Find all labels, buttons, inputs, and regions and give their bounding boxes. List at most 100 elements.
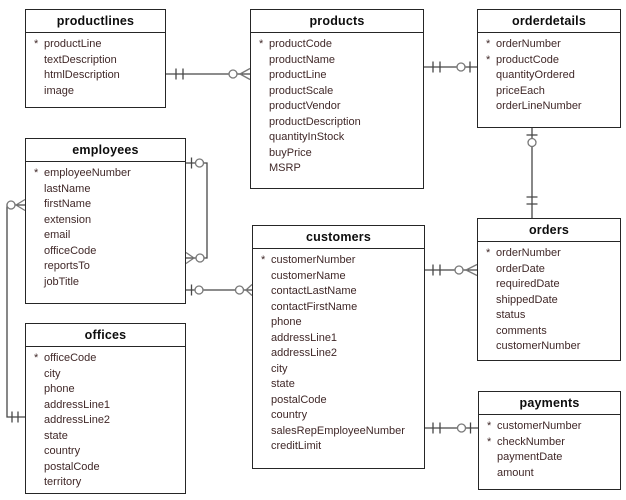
field-name: contactFirstName bbox=[271, 300, 358, 313]
field-row: reportsTo bbox=[34, 259, 181, 275]
field-name: orderDate bbox=[496, 262, 545, 275]
primary-key-asterisk bbox=[34, 367, 44, 383]
primary-key-asterisk bbox=[34, 398, 44, 414]
primary-key-asterisk bbox=[259, 130, 269, 146]
field-row: officeCode bbox=[34, 244, 181, 260]
field-name: productCode bbox=[496, 53, 559, 66]
primary-key-asterisk bbox=[261, 377, 271, 393]
field-row: image bbox=[34, 84, 161, 100]
field-name: productCode bbox=[269, 38, 332, 50]
field-name: orderLineNumber bbox=[496, 100, 582, 112]
field-row: productVendor bbox=[259, 99, 419, 115]
field-name: checkNumber bbox=[497, 435, 565, 448]
field-name: lastName bbox=[44, 182, 91, 195]
field-row: addressLine1 bbox=[261, 331, 420, 347]
field-row: salesRepEmployeeNumber bbox=[261, 424, 420, 440]
primary-key-asterisk bbox=[261, 408, 271, 424]
primary-key-asterisk: * bbox=[487, 420, 492, 432]
field-row: productLine bbox=[259, 68, 419, 84]
field-row: textDescription bbox=[34, 53, 161, 69]
primary-key-asterisk bbox=[486, 262, 496, 278]
table-title: payments bbox=[479, 392, 620, 415]
primary-key-asterisk bbox=[261, 315, 271, 331]
primary-key-asterisk bbox=[486, 293, 496, 309]
primary-key-asterisk bbox=[34, 475, 44, 491]
field-name: productLine bbox=[44, 38, 102, 50]
field-name: MSRP bbox=[269, 162, 301, 174]
field-name: contactLastName bbox=[271, 285, 357, 297]
field-row: extension bbox=[34, 213, 181, 229]
table-title: orderdetails bbox=[478, 10, 620, 33]
field-name: addressLine2 bbox=[271, 347, 338, 359]
field-name: territory bbox=[44, 476, 82, 488]
field-row: quantityOrdered bbox=[486, 68, 616, 84]
field-row: quantityInStock bbox=[259, 130, 419, 146]
field-row: email bbox=[34, 228, 181, 244]
field-row: customerName bbox=[261, 269, 420, 285]
field-name: country bbox=[271, 409, 308, 421]
primary-key-asterisk: * bbox=[34, 167, 39, 179]
field-row: status bbox=[486, 308, 616, 324]
field-name: extension bbox=[44, 213, 92, 226]
field-name: customerName bbox=[271, 269, 346, 282]
field-name: orderNumber bbox=[496, 38, 561, 50]
field-row: * customerNumber bbox=[487, 419, 616, 435]
field-name: officeCode bbox=[44, 244, 97, 257]
field-row: productName bbox=[259, 53, 419, 69]
field-row: orderDate bbox=[486, 262, 616, 278]
field-row: productScale bbox=[259, 84, 419, 100]
connector-employees-self bbox=[185, 157, 208, 265]
field-name: salesRepEmployeeNumber bbox=[271, 424, 405, 437]
field-name: employeeNumber bbox=[44, 167, 131, 179]
field-name: productLine bbox=[269, 69, 327, 81]
field-name: phone bbox=[271, 316, 302, 328]
field-name: textDescription bbox=[44, 53, 117, 66]
field-row: *orderNumber bbox=[486, 246, 616, 262]
primary-key-asterisk: * bbox=[261, 254, 266, 266]
field-row: * orderNumber bbox=[486, 37, 616, 53]
field-row: *productCode bbox=[486, 53, 616, 69]
primary-key-asterisk bbox=[259, 68, 269, 84]
field-row: customerNumber bbox=[486, 339, 616, 355]
connector-productlines-products bbox=[166, 67, 251, 81]
primary-key-asterisk: * bbox=[486, 247, 491, 259]
primary-key-asterisk bbox=[34, 84, 44, 100]
primary-key-asterisk: * bbox=[34, 38, 39, 50]
field-row: requiredDate bbox=[486, 277, 616, 293]
field-name: state bbox=[44, 429, 68, 442]
field-row: shippedDate bbox=[486, 293, 616, 309]
field-row: creditLimit bbox=[261, 439, 420, 455]
primary-key-asterisk bbox=[259, 115, 269, 131]
field-name: customerNumber bbox=[497, 420, 582, 432]
field-name: country bbox=[44, 445, 81, 457]
field-list: * productLine textDescription htmlDescripti… bbox=[26, 33, 165, 99]
field-row: jobTitle bbox=[34, 275, 181, 291]
field-name: productDescription bbox=[269, 115, 361, 128]
field-row: addressLine2 bbox=[261, 346, 420, 362]
primary-key-asterisk bbox=[259, 53, 269, 69]
primary-key-asterisk bbox=[34, 259, 44, 275]
primary-key-asterisk bbox=[259, 99, 269, 115]
field-name: addressLine2 bbox=[44, 414, 111, 426]
primary-key-asterisk bbox=[259, 84, 269, 100]
field-name: shippedDate bbox=[496, 293, 558, 306]
field-name: quantityOrdered bbox=[496, 69, 575, 81]
field-row: phone bbox=[261, 315, 420, 331]
field-name: reportsTo bbox=[44, 260, 90, 272]
connector-offices-employees bbox=[6, 198, 26, 423]
field-name: creditLimit bbox=[271, 440, 322, 452]
primary-key-asterisk bbox=[261, 393, 271, 409]
field-row: state bbox=[261, 377, 420, 393]
table-title: customers bbox=[253, 226, 424, 249]
primary-key-asterisk bbox=[34, 213, 44, 229]
field-row: htmlDescription bbox=[34, 68, 161, 84]
field-name: priceEach bbox=[496, 84, 545, 97]
field-row: state bbox=[34, 429, 181, 445]
primary-key-asterisk bbox=[486, 308, 496, 324]
primary-key-asterisk: * bbox=[486, 38, 491, 50]
